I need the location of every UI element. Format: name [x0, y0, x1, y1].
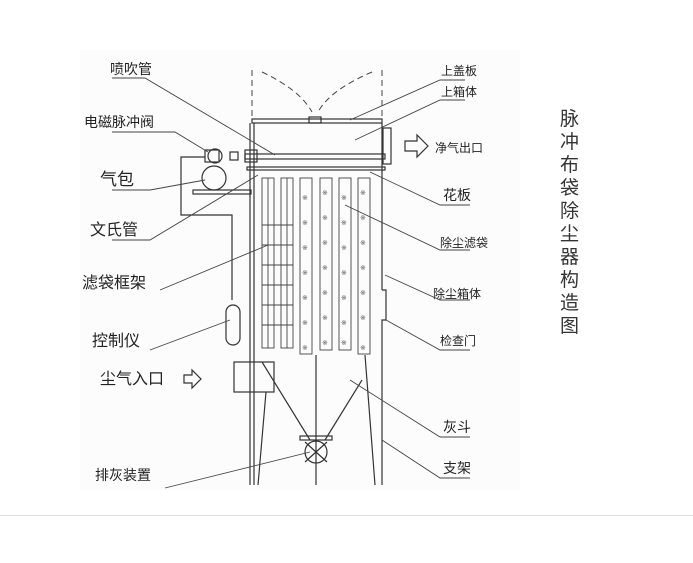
svg-text:※: ※: [341, 294, 347, 302]
svg-text:※: ※: [302, 319, 308, 327]
svg-text:※: ※: [341, 219, 347, 227]
label-hopper: 灰斗: [443, 420, 471, 436]
svg-text:※: ※: [360, 289, 366, 297]
svg-text:※: ※: [360, 264, 366, 272]
svg-text:※: ※: [341, 244, 347, 252]
svg-text:※: ※: [360, 344, 366, 352]
svg-text:※: ※: [322, 189, 328, 197]
svg-text:※: ※: [302, 294, 308, 302]
svg-text:※: ※: [341, 194, 347, 202]
svg-text:※: ※: [302, 219, 308, 227]
inlet-arrow-icon: [183, 368, 202, 390]
label-dust-inlet: 尘气入口: [100, 369, 164, 388]
svg-text:※: ※: [322, 264, 328, 272]
svg-text:※: ※: [322, 289, 328, 297]
svg-text:※: ※: [302, 344, 308, 352]
leader-lines: [112, 77, 470, 489]
diagram-title: 脉冲布袋除尘器构造图: [560, 108, 580, 337]
divider: [0, 515, 693, 516]
label-venturi: 文氏管: [90, 220, 138, 239]
label-upper-box: 上箱体: [441, 84, 477, 99]
label-filter-bag: 除尘滤袋: [440, 235, 488, 250]
svg-text:※: ※: [322, 214, 328, 222]
svg-text:※: ※: [360, 189, 366, 197]
svg-text:※: ※: [360, 214, 366, 222]
label-clean-outlet: 净气出口: [435, 140, 483, 155]
svg-text:※: ※: [360, 239, 366, 247]
label-tube-sheet: 花板: [443, 188, 471, 204]
label-top-cover: 上盖板: [441, 64, 477, 78]
label-support: 支架: [443, 461, 471, 477]
label-discharge-device: 排灰装置: [95, 468, 151, 484]
svg-text:※: ※: [341, 339, 347, 347]
svg-text:※: ※: [322, 314, 328, 322]
label-controller: 控制仪: [92, 331, 140, 350]
svg-text:※: ※: [302, 244, 308, 252]
label-bag-cage: 滤袋框架: [82, 273, 146, 292]
svg-text:※: ※: [360, 314, 366, 322]
svg-text:※: ※: [341, 319, 347, 327]
svg-text:※: ※: [322, 339, 328, 347]
svg-text:※: ※: [341, 269, 347, 277]
label-dust-box: 除尘箱体: [433, 286, 481, 301]
outlet-arrow-icon: [404, 133, 429, 159]
label-air-bag: 气包: [100, 170, 134, 190]
svg-text:※: ※: [302, 194, 308, 202]
svg-text:※: ※: [322, 239, 328, 247]
label-blow-pipe: 喷吹管: [110, 62, 152, 78]
label-inspection-door: 检查门: [440, 333, 476, 348]
label-pulse-valve: 电磁脉冲阀: [84, 115, 154, 131]
svg-text:※: ※: [302, 269, 308, 277]
